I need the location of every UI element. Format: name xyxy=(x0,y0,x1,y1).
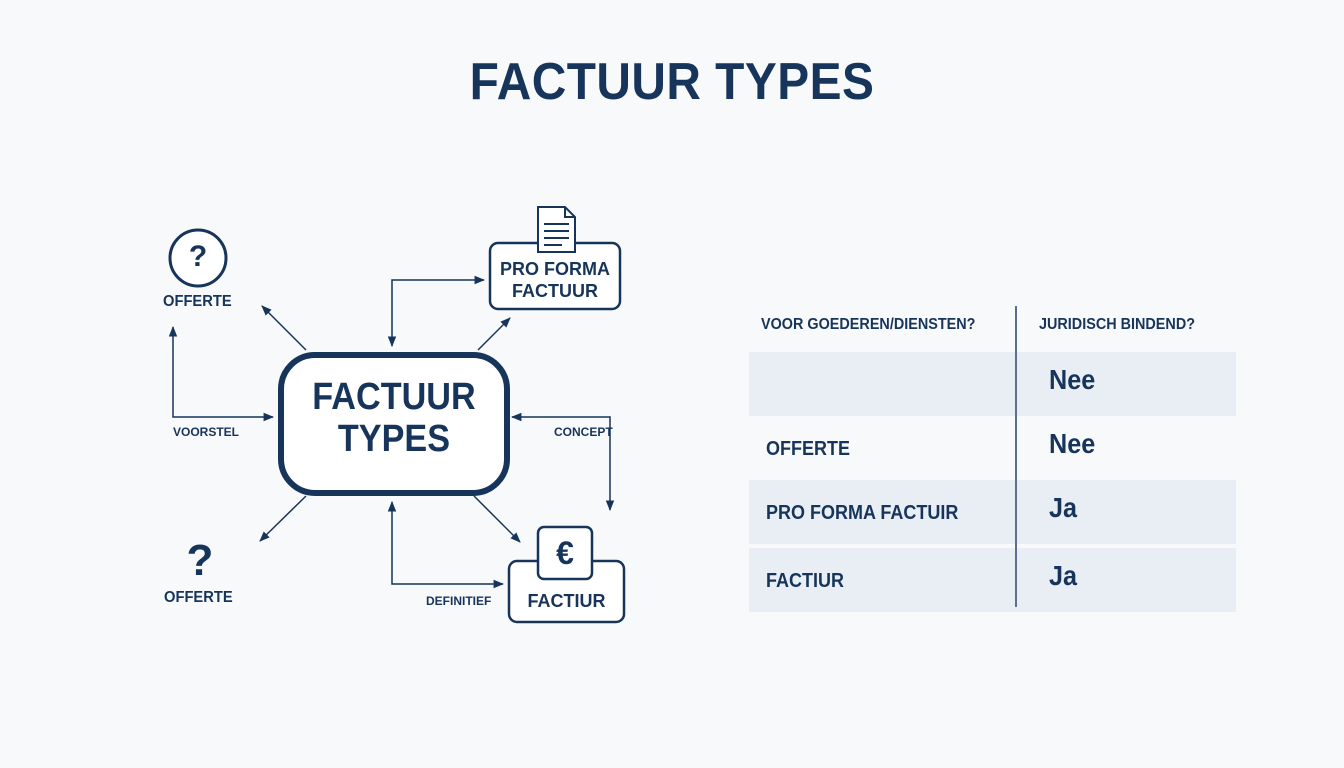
euro-icon: € xyxy=(556,535,574,571)
row-value: Nee xyxy=(1049,428,1096,459)
row-value: Nee xyxy=(1049,364,1096,395)
table-row: OFFERTE Nee xyxy=(749,416,1236,480)
offerte-bottom-label: OFFERTE xyxy=(164,589,233,606)
pro-forma-label-line2: FACTUUR xyxy=(512,281,598,301)
factiur-label: FACTIUR xyxy=(527,591,606,611)
row-label: PRO FORMA FACTUIR xyxy=(766,502,959,524)
euro-icon-frame xyxy=(536,525,594,581)
row-label: OFFERTE xyxy=(766,438,851,460)
arrow-voorstel xyxy=(168,325,275,422)
row-value: Ja xyxy=(1049,492,1078,523)
header-goederen: VOOR GOEDEREN/DIENSTEN? xyxy=(761,316,976,333)
table-divider xyxy=(1015,306,1017,607)
document-icon xyxy=(537,206,576,253)
pro-forma-label: PRO FORMA FACTUUR xyxy=(490,258,620,302)
page-title: FACTUUR TYPES xyxy=(469,53,875,111)
arrow-to-factiur xyxy=(473,495,521,543)
table-header: VOOR GOEDEREN/DIENSTEN? JURIDISCH BINDEN… xyxy=(749,300,1236,352)
arrow-to-offerte-bottom xyxy=(259,495,307,542)
row-label: FACTIUR xyxy=(766,570,845,592)
table-row: FACTIUR Ja xyxy=(749,548,1236,612)
edge-label-concept: CONCEPT xyxy=(554,425,613,439)
arrow-to-pro-forma xyxy=(477,317,511,351)
pro-forma-label-line1: PRO FORMA xyxy=(500,259,610,279)
arrow-pro-forma-link xyxy=(387,275,486,348)
comparison-table: VOOR GOEDEREN/DIENSTEN? JURIDISCH BINDEN… xyxy=(749,300,1236,612)
question-icon: ? xyxy=(186,536,214,585)
offerte-top-label: OFFERTE xyxy=(163,293,232,310)
hub-box xyxy=(278,352,510,496)
question-circle-icon xyxy=(168,228,228,288)
arrow-to-offerte-top xyxy=(261,305,307,351)
hub-label-line2: TYPES xyxy=(337,418,451,460)
arrow-concept xyxy=(510,412,615,512)
arrow-definitief xyxy=(387,500,505,589)
header-juridisch: JURIDISCH BINDEND? xyxy=(1039,316,1196,333)
hub-label-line1: FACTUUR xyxy=(312,376,476,418)
table-row: PRO FORMA FACTUIR Ja xyxy=(749,480,1236,544)
table-row: Nee xyxy=(749,352,1236,416)
row-value: Ja xyxy=(1049,560,1078,591)
question-mark-top: ? xyxy=(188,240,208,273)
edge-label-voorstel: VOORSTEL xyxy=(173,425,240,439)
hub-label: FACTUUR TYPES xyxy=(292,376,495,460)
edge-label-definitief: DEFINITIEF xyxy=(426,594,492,608)
